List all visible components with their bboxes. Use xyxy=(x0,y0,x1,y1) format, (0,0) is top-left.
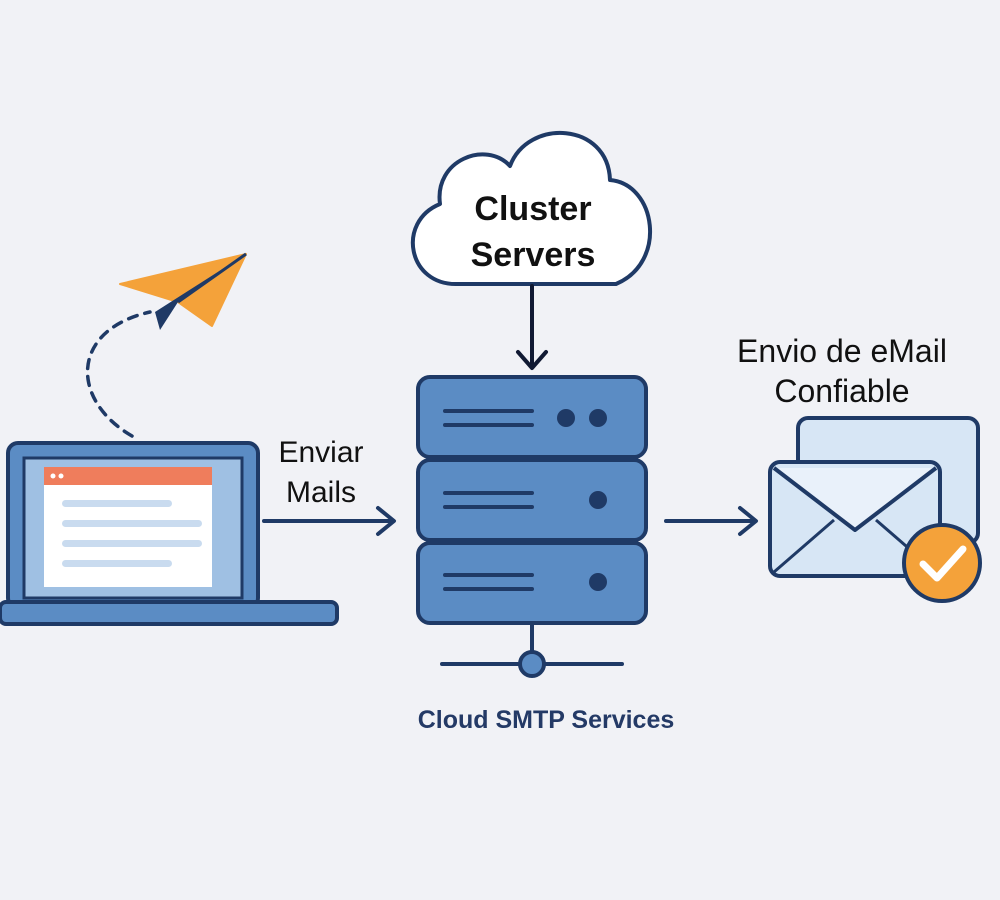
send-arrow xyxy=(262,506,396,536)
delivery-label-line1: Envio de eMail xyxy=(737,333,947,369)
checkmark-badge-icon xyxy=(902,523,982,603)
server-unit xyxy=(416,458,648,542)
delivery-arrow xyxy=(664,506,758,536)
laptop-icon xyxy=(0,441,339,626)
delivery-label-line2: Confiable xyxy=(774,373,909,409)
envelope-icon xyxy=(768,416,980,578)
dashed-trail xyxy=(85,310,152,438)
server-rack-icon xyxy=(416,375,648,678)
send-label-line2: Mails xyxy=(286,476,356,509)
cloud-label-line1: Cluster xyxy=(474,190,591,228)
cloud-icon xyxy=(411,131,652,287)
server-unit xyxy=(416,375,648,459)
cloud-label-line2: Servers xyxy=(471,236,596,274)
server-unit xyxy=(416,541,648,625)
paper-plane-icon xyxy=(119,252,247,330)
browser-window xyxy=(44,467,212,587)
server-caption: Cloud SMTP Services xyxy=(418,706,675,734)
cluster-arrow xyxy=(516,284,548,370)
network-node xyxy=(518,650,546,678)
send-label-line1: Enviar xyxy=(278,436,363,469)
